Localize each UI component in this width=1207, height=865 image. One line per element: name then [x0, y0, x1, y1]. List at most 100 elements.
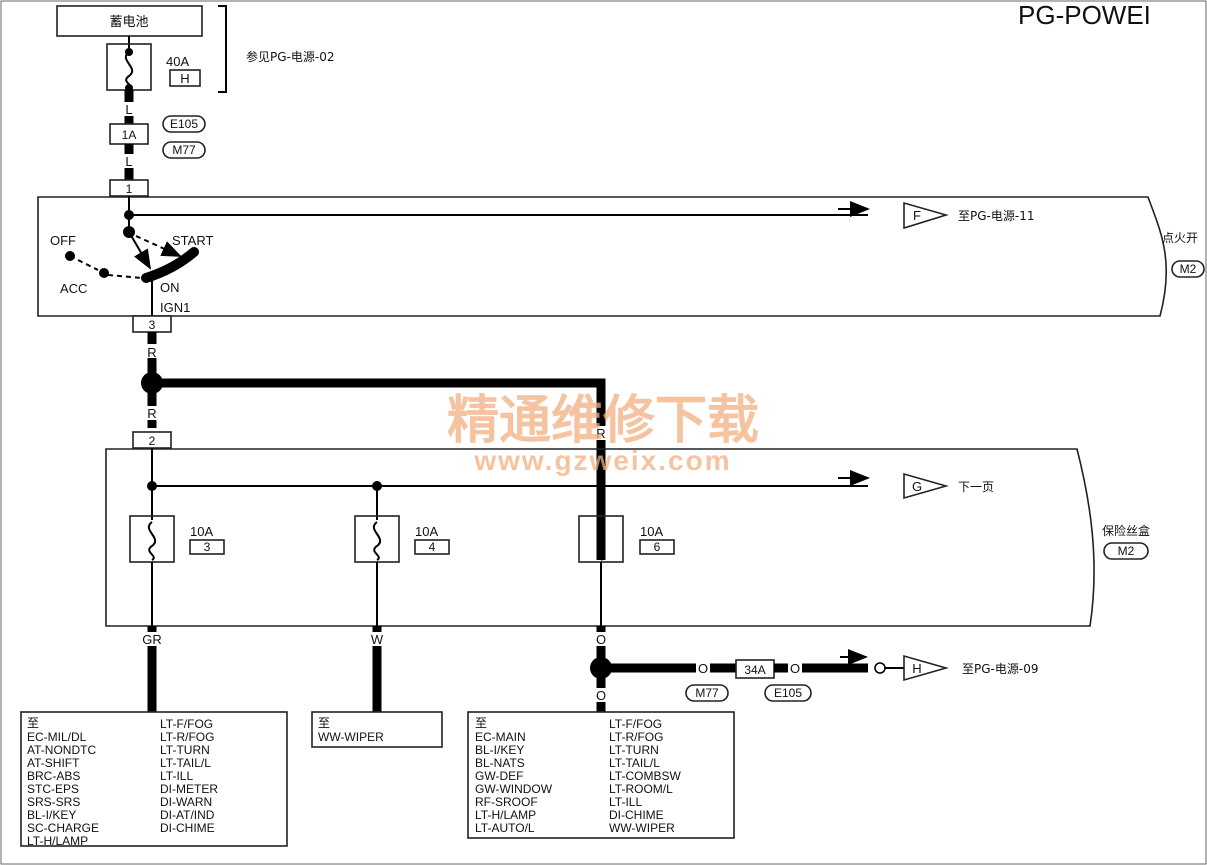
dest-w-box [311, 711, 443, 748]
dest-o-item: LT-TAIL/L [609, 756, 660, 770]
dest-gr-col1: EC-MIL/DL AT-NONDTC AT-SHIFT BRC-ABS STC… [27, 730, 99, 848]
dest-gr-item: BL-I/KEY [27, 808, 76, 822]
dest-w-item: WW-WIPER [318, 730, 384, 744]
dest-gr-col2: LT-F/FOG LT-R/FOG LT-TURN LT-TAIL/L LT-I… [160, 717, 218, 835]
dest-o-item: LT-ILL [609, 795, 642, 809]
dest-o-item: LT-ROOM/L [609, 782, 673, 796]
wire-r-branch [152, 378, 606, 560]
dest-gr-item: DI-METER [160, 782, 218, 796]
ignition-switch-box [37, 196, 1168, 317]
switch-pos-off: OFF [50, 233, 76, 248]
fuse-6-id: 6 [654, 540, 661, 554]
wire-color-l2: L [125, 154, 132, 169]
fuse-block-label: 保险丝盒 [1102, 523, 1150, 538]
switch-contact-arc [141, 247, 199, 283]
dest-gr-item: AT-NONDTC [27, 743, 96, 757]
connector-e105-bottom: E105 [774, 686, 802, 700]
watermark-title: 精通维修下载 [447, 391, 759, 451]
dest-gr-item: DI-AT/IND [160, 808, 215, 822]
dest-o-item: GW-DEF [475, 769, 523, 783]
reference-bracket [218, 5, 227, 93]
dest-gr-item: DI-WARN [160, 795, 212, 809]
wire-color-o4: O [790, 661, 800, 676]
dest-gr-item: LT-R/FOG [160, 730, 214, 744]
ignition-switch-connector-badge [1171, 260, 1205, 278]
dest-o-item: RF-SROOF [475, 795, 538, 809]
fuse-6-element [596, 521, 606, 561]
page-title: PG-POWEI [1018, 0, 1151, 30]
dest-gr-item: LT-F/FOG [160, 717, 213, 731]
dest-gr-box [20, 711, 288, 847]
fuse-40a-element [124, 51, 134, 89]
connector-pin-3-label: 3 [149, 318, 156, 332]
switch-pos-ign1: IGN1 [160, 300, 190, 315]
dest-o-item: LT-R/FOG [609, 730, 663, 744]
arrow-g-text: 下一页 [958, 480, 994, 494]
arrow-f-text: 至PG-电源-11 [958, 209, 1034, 223]
ignition-switch-connector: M2 [1180, 262, 1197, 276]
fuse-main-id: H [180, 71, 189, 86]
wire-color-r1: R [147, 345, 156, 360]
dest-gr-item: SC-CHARGE [27, 821, 99, 835]
wire-color-o3: O [698, 661, 708, 676]
arrow-f [903, 201, 949, 230]
dest-gr-item: STC-EPS [27, 782, 79, 796]
wire-color-r2: R [147, 406, 156, 421]
fuse-block-box [105, 448, 1095, 627]
connector-e105-badge [162, 115, 206, 133]
arrow-h-text: 至PG-电源-09 [962, 662, 1038, 676]
wire-color-w: W [371, 632, 384, 647]
fuse-block-connector: M2 [1118, 544, 1135, 558]
ignition-switch-label: 点火开 [1162, 231, 1198, 245]
dest-o-header: 至 [475, 716, 487, 730]
dest-gr-item: LT-H/LAMP [27, 834, 88, 848]
arrow-f-tag: F [913, 208, 921, 223]
connector-pin-1-label: 1 [126, 182, 133, 196]
connector-1a-label: 1A [122, 128, 137, 142]
dest-w-header: 至 [318, 716, 330, 730]
fuse-3-element [147, 521, 157, 561]
fuse-block-connector-badge [1103, 542, 1149, 560]
dest-o-col1: EC-MAIN BL-I/KEY BL-NATS GW-DEF GW-WINDO… [475, 730, 553, 835]
wire-color-l1: L [125, 102, 132, 117]
fuse-4-element [372, 521, 382, 561]
dest-gr-item: LT-ILL [160, 769, 193, 783]
fuse-4-rating: 10A [415, 524, 438, 539]
dest-o-item: EC-MAIN [475, 730, 526, 744]
dest-o-item: LT-TURN [609, 743, 659, 757]
dest-gr-item: AT-SHIFT [27, 756, 80, 770]
dest-gr-item: EC-MIL/DL [27, 730, 87, 744]
dest-o-box [467, 711, 735, 839]
connector-e105-label: E105 [170, 117, 198, 131]
arrow-h [903, 654, 949, 682]
dest-o-item: LT-COMBSW [609, 769, 681, 783]
connector-e105-bottom-badge [764, 684, 812, 702]
fuse-6-rating: 10A [640, 524, 663, 539]
arrow-g-tag: G [912, 479, 922, 494]
dest-o-item: BL-I/KEY [475, 743, 524, 757]
dest-o-item: WW-WIPER [609, 821, 675, 835]
dest-o-item: GW-WINDOW [475, 782, 553, 796]
dest-gr-item: DI-CHIME [160, 821, 215, 835]
connector-pin-2-label: 2 [149, 434, 156, 448]
arrow-h-tag: H [912, 661, 921, 676]
switch-pos-on: ON [160, 280, 180, 295]
fuse-3-rating: 10A [190, 524, 213, 539]
switch-pos-start: START [172, 233, 213, 248]
connector-m77-bottom-badge [685, 684, 729, 702]
dest-gr-item: BRC-ABS [27, 769, 80, 783]
fuse-main-reference: 参见PG-电源-02 [246, 49, 334, 64]
wire-color-o1: O [596, 632, 606, 647]
switch-pos-acc: ACC [60, 281, 87, 296]
fuse-3-id: 3 [204, 540, 211, 554]
dest-gr-header: 至 [27, 716, 39, 730]
dest-gr-item: LT-TAIL/L [160, 756, 211, 770]
battery-label: 蓄电池 [109, 15, 148, 30]
connector-m77-label: M77 [172, 143, 196, 157]
fuse-4-id: 4 [429, 540, 436, 554]
dest-o-item: BL-NATS [475, 756, 525, 770]
dest-gr-item: SRS-SRS [27, 795, 80, 809]
connector-m77-badge [162, 141, 206, 159]
